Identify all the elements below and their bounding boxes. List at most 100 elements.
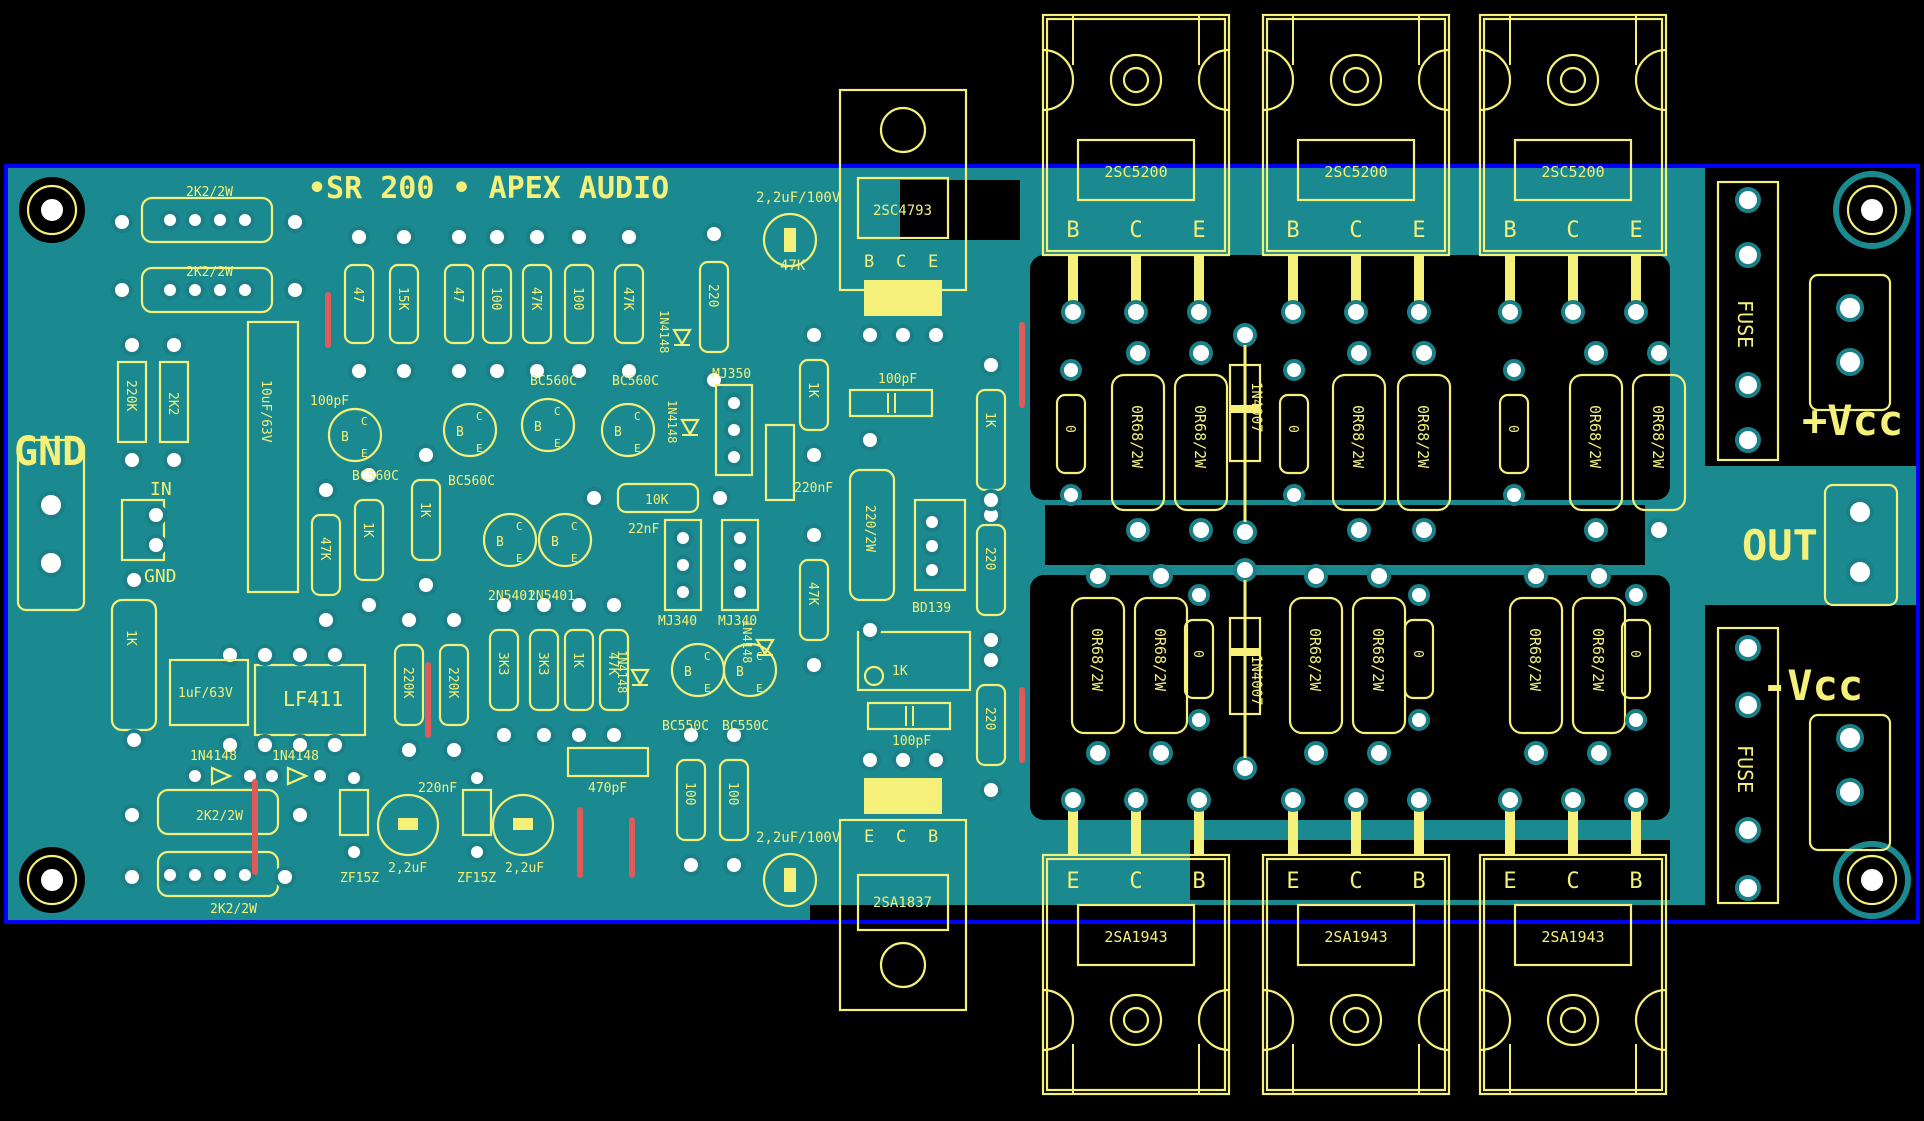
pad bbox=[1647, 341, 1671, 365]
jumpers bbox=[252, 292, 1025, 878]
res-label: 1K bbox=[570, 652, 585, 668]
driver-top: 2SC4793 B C E bbox=[838, 88, 968, 346]
res-label: 0R68/2W bbox=[1589, 628, 1607, 692]
pad bbox=[393, 226, 415, 248]
pad bbox=[1498, 788, 1522, 812]
cap-2u2-100v-top: 2,2uF/100V 47K bbox=[756, 190, 841, 274]
pad bbox=[568, 360, 590, 382]
pad bbox=[724, 447, 744, 467]
small-resistor: 47K bbox=[521, 226, 553, 382]
small-resistor: 47K bbox=[310, 479, 342, 631]
pin-label: C bbox=[634, 410, 641, 423]
pad bbox=[1188, 584, 1210, 606]
cap-label: 220nF bbox=[418, 781, 457, 796]
small-resistor: 1K bbox=[353, 464, 385, 616]
mounting-holes bbox=[13, 171, 1911, 919]
driver-bottom-label: 2SA1837 bbox=[873, 895, 932, 911]
res-label: 0 bbox=[1410, 650, 1425, 658]
pin-label: C bbox=[1349, 218, 1362, 243]
pad bbox=[1126, 518, 1150, 542]
pad bbox=[1624, 788, 1648, 812]
pad bbox=[415, 444, 437, 466]
pin-label: B bbox=[1192, 869, 1205, 894]
pad bbox=[1407, 300, 1431, 324]
pin-b: B bbox=[928, 827, 938, 847]
pad bbox=[1347, 518, 1371, 542]
pin-label: C bbox=[516, 520, 523, 533]
res-2k2-2w-2: 2K2/2W bbox=[111, 265, 306, 314]
transistor-label: BC560C bbox=[448, 474, 495, 489]
cap-10uf-63v: 10uF/63V bbox=[246, 320, 300, 594]
zener-2: ZF15Z bbox=[457, 768, 496, 886]
diode-label: 1N4007 bbox=[1248, 382, 1264, 433]
res-220-2w: 220/2W bbox=[848, 429, 896, 641]
pin-e: E bbox=[864, 827, 874, 847]
pad bbox=[1060, 484, 1082, 506]
pad bbox=[730, 555, 750, 575]
pad bbox=[980, 354, 1002, 376]
res-zero-ohm: 0 bbox=[1498, 359, 1530, 506]
res-label: 0R68/2W bbox=[1088, 628, 1106, 692]
diode-1n4148-left2: 1N4148 bbox=[262, 749, 330, 786]
pad bbox=[723, 724, 745, 746]
small-resistor: 1K bbox=[798, 324, 830, 466]
pad bbox=[315, 479, 337, 501]
pin-label: E bbox=[1503, 869, 1516, 894]
res-label: 220 bbox=[705, 284, 720, 307]
res-label: 47K bbox=[780, 258, 806, 274]
pad bbox=[398, 739, 420, 761]
cap-label: 220nF bbox=[794, 481, 833, 496]
emitter-resistor: 0R68/2W bbox=[1508, 564, 1564, 765]
pad bbox=[1367, 564, 1391, 588]
pin-label: E bbox=[1629, 218, 1642, 243]
transistor-label: 2SA1943 bbox=[1324, 928, 1387, 946]
res-label: 0 bbox=[1062, 425, 1077, 433]
pad bbox=[1086, 564, 1110, 588]
small-resistor: 1K bbox=[563, 594, 595, 746]
pin-label: C bbox=[1566, 869, 1579, 894]
gnd-terminal: GND bbox=[14, 429, 86, 612]
pad bbox=[358, 464, 380, 486]
pin-label: B bbox=[1503, 218, 1516, 243]
pin-label: E bbox=[1286, 869, 1299, 894]
pad bbox=[980, 489, 1002, 511]
pin-label: B bbox=[736, 665, 744, 680]
pin-label: C bbox=[1566, 218, 1579, 243]
small-resistor: 47 bbox=[443, 226, 475, 382]
cap-label: 2,2uF/100V bbox=[756, 190, 841, 206]
pad bbox=[348, 360, 370, 382]
cap-100pf-left: 100pF bbox=[310, 394, 349, 409]
small-resistor: 47K bbox=[798, 524, 830, 676]
pad bbox=[803, 324, 825, 346]
res-label: 1K bbox=[123, 630, 138, 646]
small-transistor: MJ340 bbox=[718, 518, 760, 629]
pin-label: E bbox=[1192, 218, 1205, 243]
small-resistor: 220 bbox=[698, 223, 730, 391]
cap-label: 22nF bbox=[628, 522, 659, 537]
pad bbox=[723, 854, 745, 876]
cap-220nf-bottom: 220nF bbox=[418, 781, 457, 796]
small-transistor: MJ340 bbox=[658, 518, 703, 629]
pad bbox=[1412, 518, 1436, 542]
out-label: OUT bbox=[1742, 521, 1818, 570]
transistor-label: BC560C bbox=[352, 469, 399, 484]
res-zero-ohm: 0 bbox=[1620, 584, 1652, 731]
transistor-label: BC560C bbox=[612, 374, 659, 389]
zener-label: ZF15Z bbox=[340, 871, 379, 886]
mounting-hole bbox=[1833, 171, 1911, 249]
ic-lf411: LF411 bbox=[219, 644, 367, 756]
pad bbox=[1187, 788, 1211, 812]
res-label: 0 bbox=[1505, 425, 1520, 433]
diode-1n4148: 1N4148 bbox=[740, 620, 775, 663]
res-label: 0R68/2W bbox=[1526, 628, 1544, 692]
pad bbox=[1283, 484, 1305, 506]
pad bbox=[1126, 341, 1150, 365]
pad bbox=[393, 360, 415, 382]
